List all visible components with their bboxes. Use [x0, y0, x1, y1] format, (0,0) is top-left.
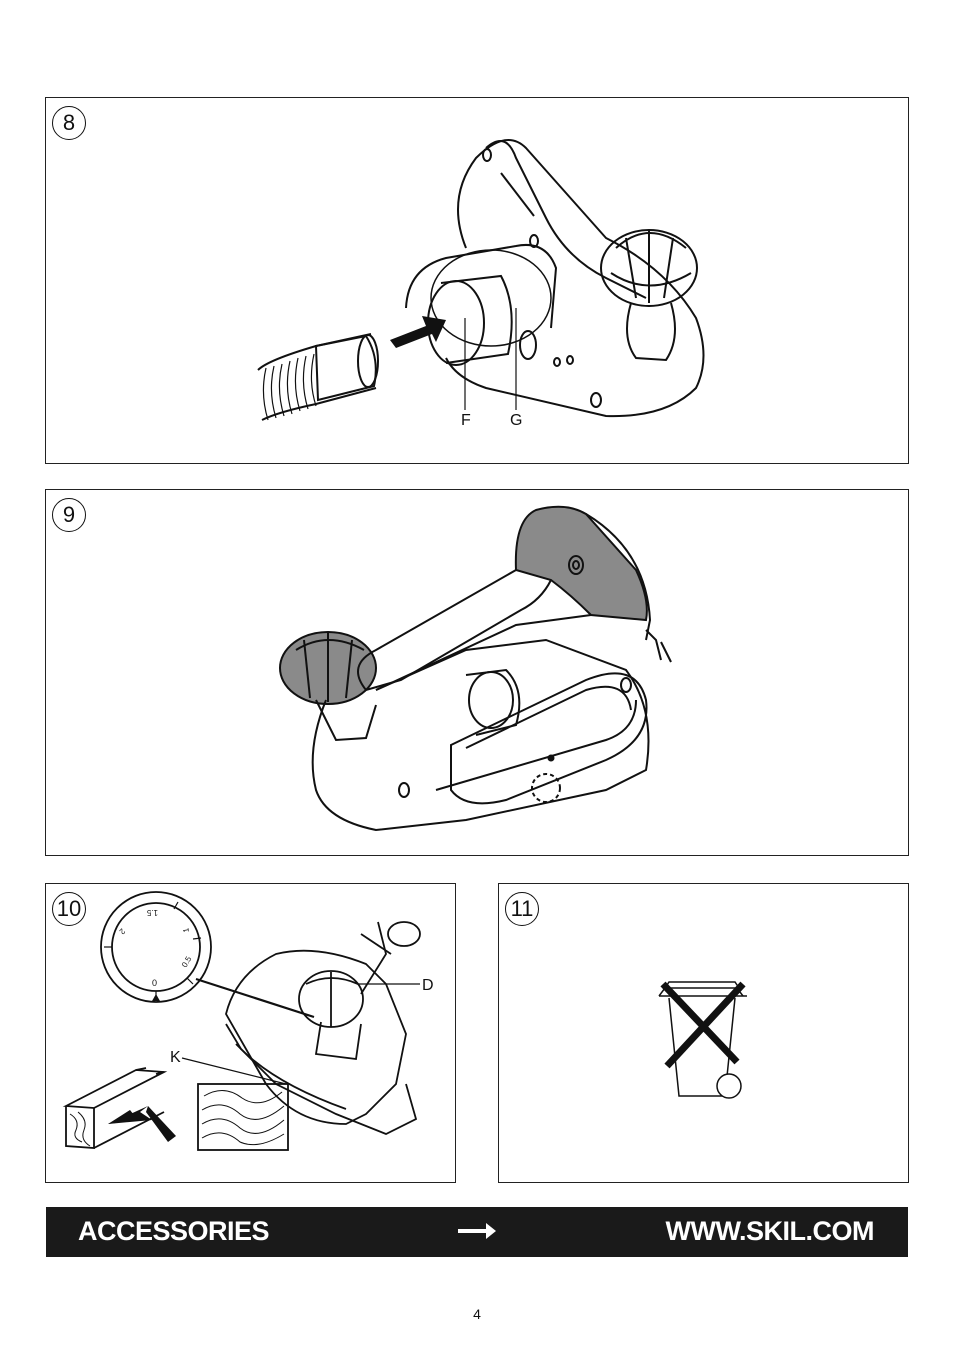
figure-11-panel: 11	[498, 883, 909, 1183]
figure-9-panel: 9	[45, 489, 909, 856]
depth-adjustment-illustration: 0 0.5 1 1.5 2	[46, 884, 457, 1184]
planer-dust-hose-illustration	[46, 98, 910, 465]
dial-label-0: 0	[152, 978, 157, 988]
right-arrow-icon	[456, 1219, 498, 1243]
dial-label-1: 1	[181, 927, 191, 933]
label-d: D	[422, 977, 434, 995]
banner-url-link[interactable]: WWW.SKIL.COM	[666, 1216, 874, 1247]
crossed-wheeled-bin-icon	[499, 884, 910, 1184]
label-f: F	[461, 412, 471, 430]
dial-label-15: 1.5	[146, 908, 158, 917]
label-k: K	[170, 1049, 181, 1067]
page-number: 4	[0, 1306, 954, 1322]
figure-10-panel: 10	[45, 883, 456, 1183]
dial-label-05: 0.5	[180, 954, 194, 969]
accessories-banner: ACCESSORIES WWW.SKIL.COM	[46, 1207, 908, 1257]
figure-8-panel: 8	[45, 97, 909, 464]
planer-side-illustration	[46, 490, 910, 857]
dial-label-2: 2	[117, 927, 127, 937]
label-g: G	[510, 412, 522, 430]
banner-accessories-text: ACCESSORIES	[78, 1216, 269, 1247]
